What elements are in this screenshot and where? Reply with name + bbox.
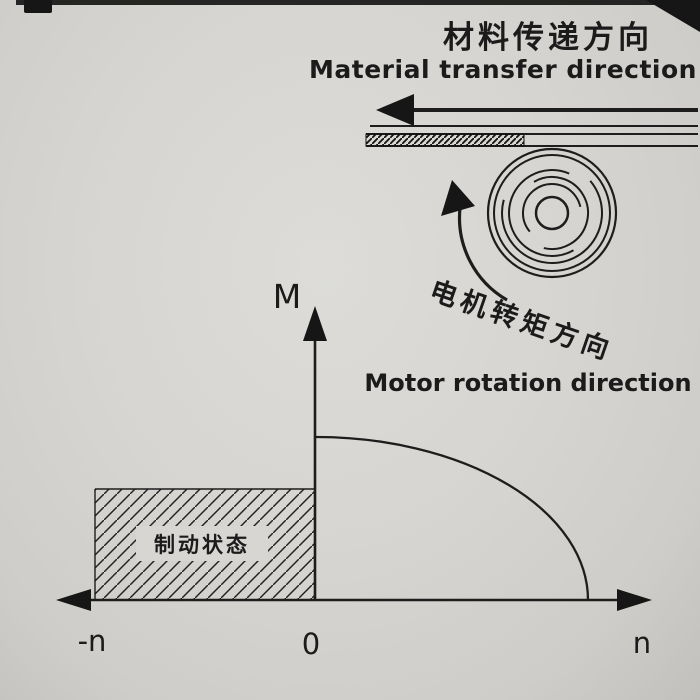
braking-state-label: 制动状态	[154, 533, 250, 557]
torque-curve	[315, 435, 590, 601]
braking-region: 制动状态	[94, 488, 316, 600]
motor-rotation-label-zh: 电机转矩方向	[426, 274, 618, 367]
axes	[56, 306, 652, 611]
region-label-patch	[136, 526, 268, 561]
origin-label: 0	[302, 627, 320, 661]
motor-labels: 电机转矩方向 Motor rotation direction	[364, 274, 691, 397]
left-arrow-icon	[376, 94, 414, 126]
belt-hatched-strip	[365, 133, 525, 147]
header: 材料传递方向 Material transfer direction	[309, 20, 697, 84]
x-min-label: -n	[78, 624, 107, 658]
roller	[486, 147, 618, 279]
photo-edge	[16, 0, 700, 32]
rotation-arrow	[441, 180, 508, 302]
up-arrow-icon	[441, 180, 475, 216]
x-max-label: n	[633, 626, 651, 660]
material-transfer-belt	[365, 94, 698, 147]
torque-speed-graph: 制动状态 M -n 0 n	[56, 277, 652, 661]
roller-hub	[534, 195, 570, 231]
y-axis-arrow-icon	[303, 306, 327, 341]
x-axis-right-arrow-icon	[617, 589, 652, 611]
motor-rotation-label-en: Motor rotation direction	[364, 369, 691, 397]
material-direction-title-en: Material transfer direction	[309, 55, 697, 84]
y-axis-label: M	[273, 277, 301, 316]
x-axis-left-arrow-icon	[56, 589, 91, 611]
material-direction-title-zh: 材料传递方向	[443, 20, 653, 56]
